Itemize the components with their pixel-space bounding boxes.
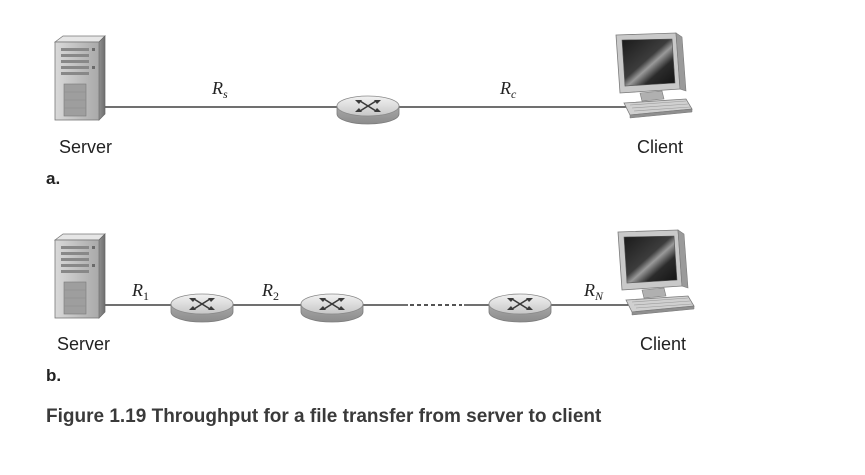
part-label-a: a.: [46, 169, 60, 188]
router-icon: [300, 293, 364, 323]
figure-caption: Figure 1.19 Throughput for a file transf…: [46, 406, 602, 427]
rate-label-r1: R1: [131, 280, 149, 303]
server-label: Server: [59, 137, 112, 157]
rate-label-rc: Rc: [499, 78, 517, 101]
client-computer-icon: [617, 229, 695, 316]
diagram-b: R1 R2 RN Server Client b.: [46, 229, 695, 385]
diagram-a: Rs Rc Server Client a.: [46, 32, 693, 188]
server-icon: [54, 233, 106, 319]
rate-label-rn: RN: [583, 280, 604, 303]
server-label: Server: [57, 334, 110, 354]
client-computer-icon: [615, 32, 693, 119]
router-icon: [336, 95, 400, 125]
client-label: Client: [640, 334, 686, 354]
part-label-b: b.: [46, 366, 61, 385]
client-label: Client: [637, 137, 683, 157]
server-icon: [54, 35, 106, 121]
rate-label-rs: Rs: [211, 78, 228, 101]
router-icon: [170, 293, 234, 323]
rate-label-r2: R2: [261, 280, 279, 303]
throughput-diagram: Rs Rc Server Client a. R1 R2 RN Server C…: [46, 32, 695, 385]
router-icon: [488, 293, 552, 323]
